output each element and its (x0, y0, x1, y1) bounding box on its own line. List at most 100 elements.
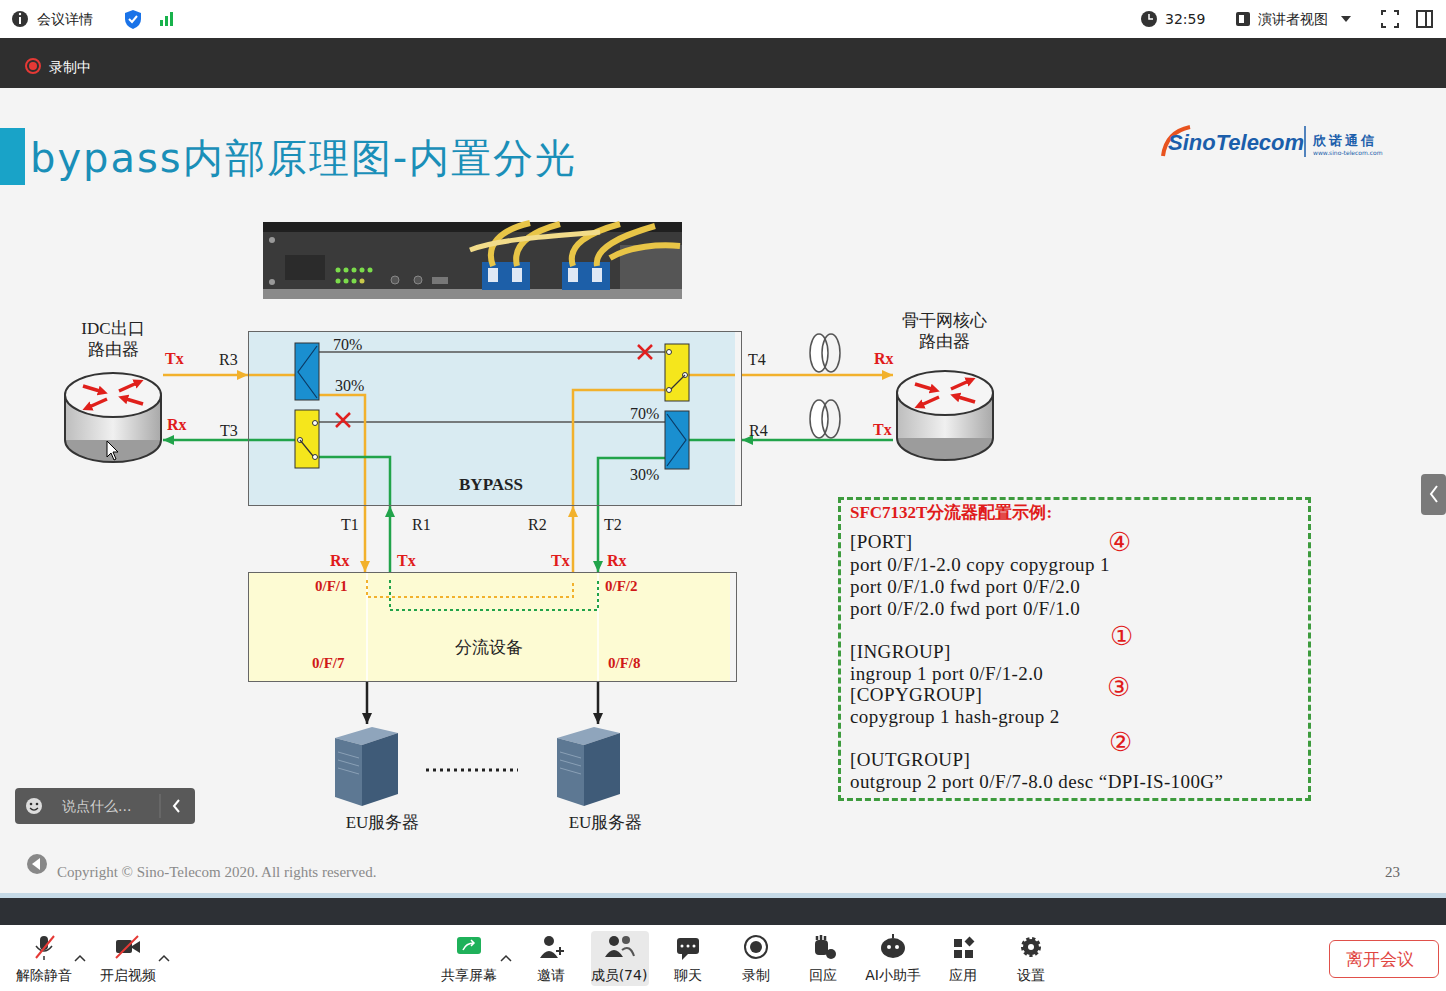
signal-name: Rx (330, 552, 350, 570)
bypass-internals-part (319, 351, 665, 353)
toolbar-icons-part (750, 941, 762, 953)
bypass-internals-part (638, 345, 652, 359)
toolbar-icons-part (36, 936, 54, 958)
device-photo-part (610, 245, 680, 258)
port-name: 0/F/8 (608, 655, 641, 672)
edge-label: T3 (220, 422, 238, 440)
menu-text: 演讲者视图 (1258, 11, 1328, 29)
router-icon-part (87, 399, 107, 408)
fiber-connector (385, 506, 395, 572)
top-bar-icons-part (1382, 11, 1398, 27)
device-photo-part (592, 268, 602, 282)
bypass-internals-part (667, 350, 672, 355)
arrow-head (362, 713, 372, 724)
toolbar-icons-part (745, 936, 767, 958)
callout-number: ④ (1108, 527, 1131, 557)
side-tab-part (1421, 474, 1446, 515)
config-box-text: [INGROUP] (850, 641, 951, 662)
bypass-internals (248, 331, 735, 506)
splitter-internals-part (390, 580, 598, 610)
toolbar-icons-part (881, 938, 905, 958)
router-icon-part (951, 380, 971, 389)
toolbar-icons-part (457, 937, 481, 954)
window-bars-part (0, 38, 1446, 88)
device-photo-part (352, 279, 357, 284)
toolbar-label: 解除静音 (16, 967, 72, 985)
config-box-text: port 0/F/2.0 fwd port 0/F/1.0 (850, 598, 1080, 619)
splitter-internals-part (367, 580, 573, 597)
toolbar-icons-part (687, 945, 690, 948)
toolbar-icons-part (681, 945, 684, 948)
logo-marks-part (1304, 126, 1306, 157)
toolbar-icons-part (954, 939, 962, 947)
toolbar-label: 共享屏幕 (441, 967, 497, 985)
toolbar-icons-part (826, 949, 836, 959)
config-box-text: SFC7132T分流器配置示例: (850, 503, 1052, 523)
chat-input: 说点什么... (15, 788, 195, 824)
device-photo (263, 222, 682, 299)
fiber-coil-part (822, 400, 840, 438)
fiber-connector (742, 370, 893, 380)
router-icon-part (955, 396, 975, 402)
fiber-connector (163, 370, 248, 380)
toolbar-label: 邀请 (537, 967, 565, 985)
device-photo-part (263, 222, 682, 299)
bypass-internals-part (667, 414, 686, 466)
connector-line (163, 439, 248, 442)
bypass-internals-part (313, 455, 318, 460)
toolbar-label: 录制 (742, 967, 770, 985)
arrow-head (385, 506, 395, 517)
slide-controls (27, 854, 47, 874)
bypass-internals-part (573, 390, 665, 506)
logo-text: SinoTelecom (1168, 130, 1304, 156)
toolbar-icons-part (605, 950, 623, 957)
router-icon-part (123, 398, 143, 404)
toolbar-icons-part (75, 956, 85, 961)
timer: 32:59 (1165, 11, 1205, 27)
bypass-internals-part (295, 410, 319, 468)
arrow-head (568, 506, 578, 517)
bypass-internals-part (313, 421, 318, 426)
config-box-text: [PORT] (850, 531, 912, 552)
side-tab-part (1431, 486, 1437, 502)
device-photo-part (352, 268, 357, 273)
chat-input-ground-part (30, 803, 33, 806)
edge-label: R1 (412, 516, 431, 534)
page-number: 23 (1385, 864, 1400, 881)
fiber-connector (593, 506, 603, 572)
toolbar-icons-part (817, 935, 825, 940)
chat-input-ground-part (36, 803, 39, 806)
bypass-internals-part (667, 388, 672, 393)
top-bar-icons-part (1141, 11, 1157, 27)
top-bar-icons-part (125, 10, 141, 29)
config-box-text: copygroup 1 hash-group 2 (850, 706, 1060, 727)
device-photo-part (336, 268, 341, 273)
port-name: 0/F/2 (605, 578, 638, 595)
arrow-head (593, 561, 603, 572)
status-text: 录制中 (49, 59, 91, 77)
server-icon-part (584, 733, 620, 806)
top-bar-icons-part (129, 16, 137, 22)
window-bars-part (0, 0, 1446, 38)
toolbar-icons-part (622, 948, 634, 956)
splitter-internals (248, 572, 730, 682)
toolbar-icons-part (159, 956, 169, 961)
config-box-text: [OUTGROUP] (850, 749, 970, 770)
callout-number: ① (1110, 621, 1133, 651)
bypass-internals-part (598, 458, 665, 506)
signal-name: Tx (165, 350, 184, 368)
server-icon-part (560, 752, 581, 774)
config-box-text: outgroup 2 port 0/F/7-8.0 desc “DPI-IS-1… (850, 771, 1223, 792)
toolbar-icons-part (556, 947, 564, 955)
router-icon-part (896, 393, 898, 438)
toolbar-icons-part (1023, 939, 1039, 955)
server-icon (335, 727, 620, 806)
slide-title: bypass内部原理图-内置分光 (30, 134, 577, 182)
toolbar-icons-part (1028, 944, 1034, 950)
edge-label: T4 (748, 351, 766, 369)
chat-input-ground (15, 788, 195, 824)
toolbar-label: 开启视频 (100, 967, 156, 985)
bypass-internals-part (248, 331, 735, 506)
chat-input-ground-part (15, 788, 195, 824)
